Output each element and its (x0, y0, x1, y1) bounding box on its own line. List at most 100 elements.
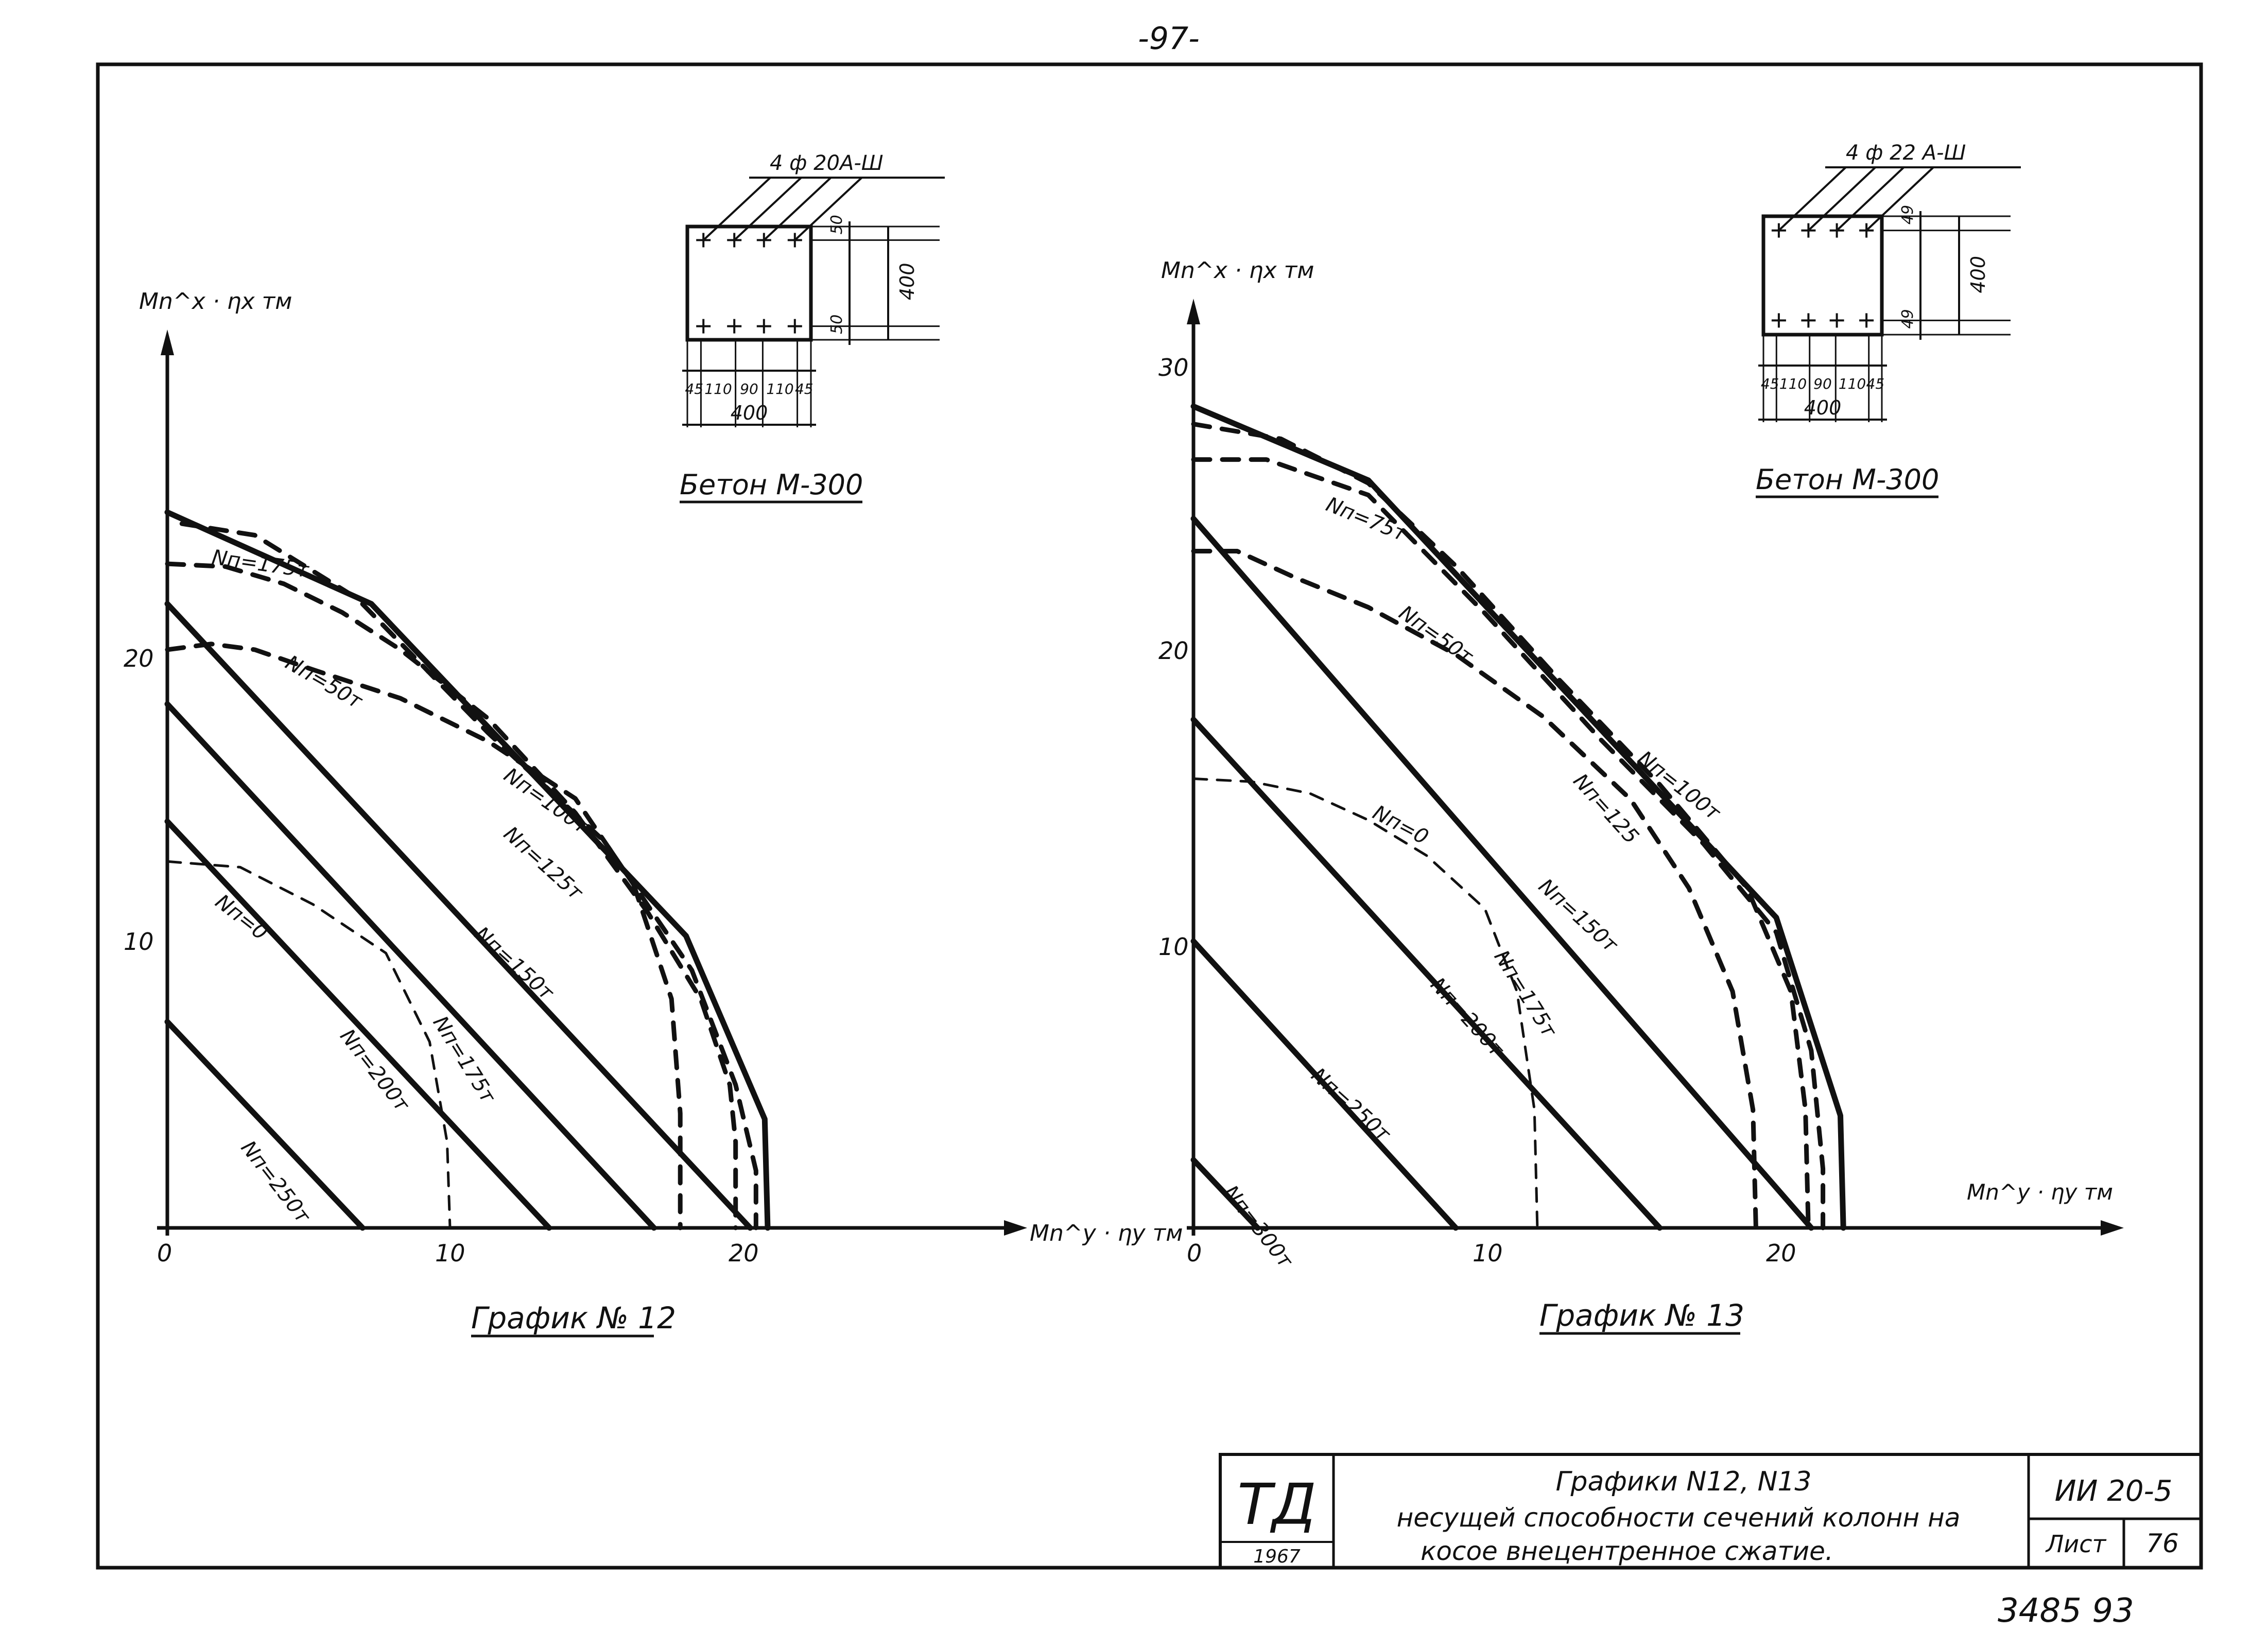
chart-13-curves: Nп=75тNп=50тNп=100тNп=125Nп=150тNп=0Nп=1… (1190, 403, 1846, 1273)
chart-13-title: График № 13 (1539, 1298, 1744, 1333)
series-label: Nп=250т (1307, 1064, 1396, 1147)
dimension-label: 110 (766, 380, 793, 397)
series-line (1191, 422, 1811, 1230)
chart-13-x-tick: 20 (1766, 1239, 1796, 1267)
chart-13-y-tick: 30 (1158, 354, 1189, 381)
chart-13: Nп=75тNп=50тNп=100тNп=125Nп=150тNп=0Nп=1… (1158, 141, 2124, 1335)
chart-12-x-tick: 20 (729, 1239, 759, 1267)
dimension-label: 400 (896, 263, 919, 300)
rebar-label: 4 ф 22 А-Ш (1846, 141, 1966, 165)
leader-line (1865, 166, 1934, 232)
dimension-label: 110 (704, 380, 732, 397)
chart-12-y-tick: 10 (124, 928, 154, 956)
dimension-label: 49 (1899, 309, 1917, 328)
series-label: Nп=125 (1568, 769, 1643, 848)
rebar-label: 4 ф 20А-Ш (770, 151, 884, 175)
title-block: ТД 1967 Графики N12, N13 несущей способн… (1219, 1453, 2203, 1569)
series-label: Nп=150т (470, 922, 559, 1005)
dimension-label: 110 (1779, 375, 1807, 392)
leader-line (733, 177, 802, 241)
series-line (1190, 403, 1846, 1231)
dimension-label: 50 (828, 215, 846, 234)
leader-line (1778, 166, 1847, 232)
chart-12: Nп=175тNп=50тNп=100тNп=125тNп=150тNп=0Nп… (124, 151, 1183, 1338)
series-line (165, 561, 738, 1230)
chart-13-x-axis-label: Mn^y · ηy тм (1967, 1179, 2113, 1205)
series-label: Nп=50т (281, 651, 367, 714)
dimension-label: 50 (828, 315, 846, 334)
series-line (164, 601, 753, 1231)
chart-12-y-tick: 20 (124, 645, 154, 672)
series-label: Nп=75т (1323, 493, 1411, 547)
dimension-label: 45 (1761, 375, 1779, 392)
title-block-frame (1219, 1453, 2203, 1569)
drawing-frame (96, 62, 2203, 1570)
logo-mark: ТД (1237, 1471, 1316, 1537)
title-block-year: 1967 (1253, 1546, 1301, 1567)
dimension-label: 45 (1866, 375, 1885, 392)
chart-12-x-tick: 0 (157, 1239, 172, 1267)
leader-line (702, 177, 771, 241)
series-code: ИИ 20-5 (2055, 1474, 2173, 1508)
section-outline (1761, 214, 1884, 337)
chart-13-y-axis-arrow-icon (1187, 299, 1200, 324)
dimension-label: 45 (795, 380, 813, 397)
chart-13-y-axis-label: Mn^x · ηx тм (1161, 257, 1314, 284)
page-number: -97- (1138, 21, 1200, 57)
chart-12-y-axis-arrow-icon (161, 329, 174, 355)
series-line (1190, 717, 1663, 1231)
sheet-label: Лист (2045, 1530, 2107, 1558)
dimension-label: 400 (731, 402, 768, 424)
chart-12-curves: Nп=175тNп=50тNп=100тNп=125тNп=150тNп=0Nп… (164, 509, 771, 1231)
chart-12-y-axis-label: Mn^x · ηx тм (139, 288, 292, 315)
chart-13-y-tick: 20 (1158, 637, 1189, 665)
chart-12-x-tick: 10 (435, 1239, 465, 1267)
chart-13-x-tick: 0 (1187, 1239, 1202, 1267)
dimension-label: 90 (740, 380, 758, 397)
leader-line (794, 177, 863, 241)
sheet-number: 76 (2146, 1529, 2179, 1558)
chart-13-x-axis-arrow-icon (2101, 1220, 2124, 1236)
leader-line (1836, 166, 1905, 232)
series-line (1190, 938, 1459, 1231)
series-label: Nп=175т (1489, 946, 1561, 1042)
series-line (1190, 515, 1814, 1231)
series-line (166, 860, 452, 1229)
series-label: Nп=150т (1534, 874, 1623, 958)
series-line (1190, 1157, 1260, 1231)
chart-12-x-axis-label: Mn^y · ηy тм (1030, 1220, 1183, 1246)
series-line (1191, 457, 1826, 1230)
leader-line (763, 177, 832, 241)
series-line (164, 1019, 366, 1231)
series-label: Nп=50т (1394, 601, 1478, 669)
series-line (164, 701, 657, 1231)
title-block-line-2: несущей способности сечений колонн на (1397, 1503, 1961, 1533)
chart-12-title: График № 12 (471, 1300, 676, 1335)
chart-12-x-axis-arrow-icon (1004, 1220, 1027, 1236)
title-block-line-1: Графики N12, N13 (1555, 1466, 1811, 1497)
dimension-label: 110 (1839, 375, 1866, 392)
series-line (164, 819, 552, 1231)
series-label: Nп=0 (1369, 801, 1432, 849)
series-label: Nп=250т (236, 1136, 316, 1228)
series-line (1192, 777, 1539, 1229)
series-line (165, 641, 683, 1230)
series-line (164, 509, 771, 1231)
series-line (1191, 549, 1758, 1230)
dimension-label: 400 (1967, 256, 1989, 293)
series-line (179, 521, 758, 1230)
chart-13-y-tick: 10 (1158, 933, 1189, 961)
dimension-label: 400 (1804, 396, 1842, 419)
section-outline (685, 224, 813, 342)
chart-13-x-tick: 10 (1473, 1239, 1503, 1267)
leader-line (1808, 166, 1876, 232)
concrete-grade: Бетон М-300 (1756, 463, 1939, 496)
dimension-label: 45 (685, 380, 703, 397)
title-block-line-3: косое внецентренное сжатие. (1421, 1536, 1833, 1566)
archive-number: 3485 93 (1998, 1592, 2134, 1630)
series-label: Nп=200т (1426, 973, 1509, 1062)
dimension-label: 90 (1813, 375, 1832, 392)
dimension-label: 49 (1899, 205, 1917, 224)
